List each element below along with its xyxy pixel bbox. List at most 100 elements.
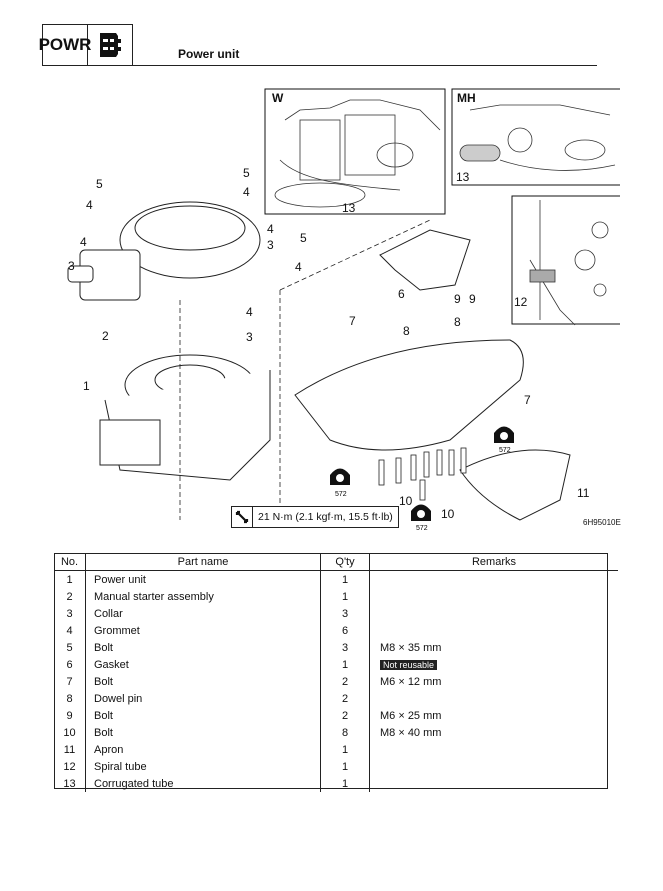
header-remarks: Remarks xyxy=(369,553,618,571)
part-no: 8 xyxy=(54,690,86,707)
svg-text:1: 1 xyxy=(83,379,90,393)
inset-w xyxy=(264,88,446,215)
part-qty: 1 xyxy=(320,656,370,673)
part-remarks: M8 × 40 mm xyxy=(380,726,442,739)
svg-text:4: 4 xyxy=(243,185,250,199)
svg-text:4: 4 xyxy=(80,235,87,249)
svg-text:572: 572 xyxy=(499,447,511,454)
part-name: Grommet xyxy=(85,622,321,639)
part-qty: 8 xyxy=(320,724,370,741)
part-remarks: M8 × 35 mm xyxy=(380,641,442,654)
svg-text:8: 8 xyxy=(403,324,410,338)
part-remarks xyxy=(370,622,619,639)
part-no: 9 xyxy=(54,707,86,724)
sealant-lt-icon: 572 xyxy=(494,426,514,454)
svg-text:5: 5 xyxy=(243,166,250,180)
svg-text:572: 572 xyxy=(335,491,347,498)
part-name: Apron xyxy=(85,741,321,758)
part-no: 1 xyxy=(54,570,86,588)
starter-drawing xyxy=(67,201,261,301)
svg-text:7: 7 xyxy=(524,393,531,407)
power-unit-drawing xyxy=(99,354,271,481)
bottom-cowling-drawing xyxy=(294,339,524,451)
part-name: Corrugated tube xyxy=(85,775,321,792)
part-no: 13 xyxy=(54,775,86,792)
gasket-drawing xyxy=(379,229,471,291)
header-no: No. xyxy=(54,553,86,571)
power-unit-icon xyxy=(88,24,133,66)
apron-drawing xyxy=(459,449,571,521)
part-name: Bolt xyxy=(85,724,321,741)
header-qty: Q'ty xyxy=(320,553,370,571)
svg-text:6: 6 xyxy=(398,287,405,301)
svg-text:3: 3 xyxy=(68,259,75,273)
part-no: 4 xyxy=(54,622,86,639)
part-no: 12 xyxy=(54,758,86,775)
inset-mh xyxy=(451,88,620,186)
part-remarks: M6 × 12 mm xyxy=(380,675,442,688)
part-qty: 2 xyxy=(320,707,370,724)
svg-text:5: 5 xyxy=(300,231,307,245)
part-remarks: Not reusable xyxy=(370,656,619,673)
part-name: Gasket xyxy=(85,656,321,673)
inset-mh-label: MH xyxy=(457,91,476,105)
inset-w-drawing xyxy=(274,99,441,208)
part-name: Spiral tube xyxy=(85,758,321,775)
part-qty: 1 xyxy=(320,588,370,605)
part-qty: 1 xyxy=(320,758,370,775)
inset-spiral xyxy=(511,195,620,325)
part-no: 7 xyxy=(54,673,86,690)
part-name: Power unit xyxy=(85,570,321,588)
svg-text:3: 3 xyxy=(246,330,253,344)
exploded-diagram: W 13 MH 13 12 54 54 43 54 43 2 43 xyxy=(67,88,620,532)
inset-mh-drawing xyxy=(459,104,616,171)
part-qty: 3 xyxy=(320,605,370,622)
svg-text:4: 4 xyxy=(295,260,302,274)
part-no: 5 xyxy=(54,639,86,656)
callout-12: 12 xyxy=(514,295,528,309)
part-no: 11 xyxy=(54,741,86,758)
svg-text:10: 10 xyxy=(441,507,455,521)
part-remarks xyxy=(370,605,619,622)
part-no: 3 xyxy=(54,605,86,622)
callout-13-mh: 13 xyxy=(456,170,470,184)
svg-text:4: 4 xyxy=(246,305,253,319)
part-name: Bolt xyxy=(85,639,321,656)
svg-text:572: 572 xyxy=(416,525,428,532)
part-remarks: M6 × 25 mm xyxy=(380,709,442,722)
svg-text:8: 8 xyxy=(454,315,461,329)
svg-text:2: 2 xyxy=(102,329,109,343)
header-part-name: Part name xyxy=(85,553,321,571)
part-qty: 1 xyxy=(320,741,370,758)
part-remarks xyxy=(370,588,619,605)
part-no: 10 xyxy=(54,724,86,741)
part-remarks xyxy=(370,758,619,775)
page-title: Power unit xyxy=(178,47,240,61)
part-qty: 1 xyxy=(320,775,370,792)
sealant-lt-icon: 572 xyxy=(330,468,350,498)
part-qty: 2 xyxy=(320,673,370,690)
part-name: Bolt xyxy=(85,707,321,724)
part-remarks xyxy=(370,571,619,589)
not-reusable-badge: Not reusable xyxy=(380,659,438,670)
table-header: No. Part name Q'ty Remarks xyxy=(54,553,618,571)
part-name: Manual starter assembly xyxy=(85,588,321,605)
torque-spec: 21 N·m (2.1 kgf·m, 15.5 ft·lb) xyxy=(231,506,399,528)
part-qty: 3 xyxy=(320,639,370,656)
svg-text:7: 7 xyxy=(349,314,356,328)
svg-text:11: 11 xyxy=(577,486,590,500)
part-remarks xyxy=(370,741,619,758)
part-name: Dowel pin xyxy=(85,690,321,707)
callout-13-w: 13 xyxy=(342,201,356,215)
part-qty: 1 xyxy=(320,570,370,588)
